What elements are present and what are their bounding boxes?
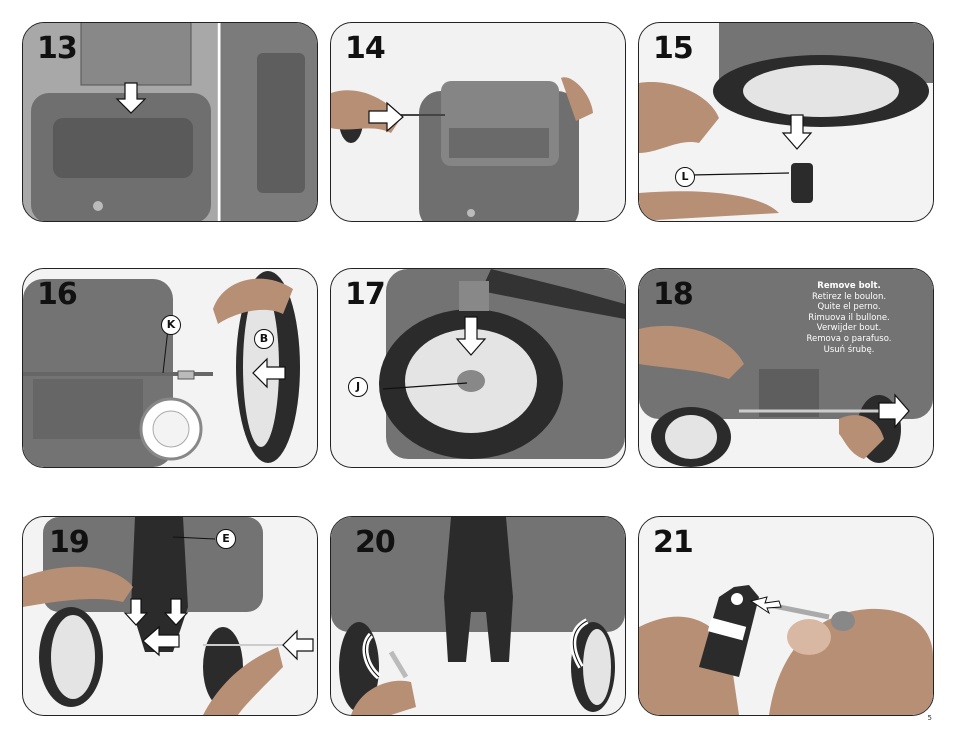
instruction-italian: Rimuova il bullone. — [808, 312, 890, 323]
left-arrow-icon — [749, 596, 782, 615]
down-arrow-icon — [115, 82, 147, 114]
step-number: 20 — [355, 525, 396, 560]
right-arrow-icon — [368, 101, 404, 133]
step-number: 18 — [653, 277, 694, 312]
step-14-illustration — [331, 23, 625, 221]
instruction-english: Remove bolt. — [817, 281, 881, 291]
step-21-panel: 21 — [638, 516, 934, 716]
step-19-panel: 19 E — [22, 516, 318, 716]
instruction-text: Remove bolt. Retirez le boulon. Quite el… — [785, 281, 913, 355]
step-number: 14 — [345, 31, 386, 66]
instruction-dutch: Verwijder bout. — [816, 323, 882, 334]
down-arrow-icon — [455, 316, 487, 356]
down-arrow-icon — [781, 114, 813, 150]
step-17-panel: 17 J — [330, 268, 626, 468]
page-number: 5 — [927, 714, 932, 722]
step-13-panel: 13 — [22, 22, 318, 222]
step-16-illustration — [23, 269, 317, 467]
step-15-illustration — [639, 23, 933, 221]
step-17-illustration — [331, 269, 625, 467]
step-14-panel: 14 — [330, 22, 626, 222]
down-arrow-icon — [163, 598, 189, 626]
step-18-illustration — [639, 269, 933, 467]
left-arrow-icon — [142, 625, 180, 657]
step-20-panel: 20 — [330, 516, 626, 716]
part-callout-L: L — [675, 167, 695, 187]
part-callout-E: E — [216, 529, 236, 549]
step-number: 13 — [37, 31, 78, 66]
step-number: 15 — [653, 31, 694, 66]
right-arrow-icon — [878, 393, 910, 429]
instruction-spanish: Quite el perno. — [817, 302, 881, 313]
part-callout-B: B — [254, 329, 274, 349]
left-arrow-icon — [252, 357, 286, 389]
part-callout-J: J — [348, 377, 368, 397]
step-19-illustration — [23, 517, 317, 715]
step-number: 16 — [37, 277, 78, 312]
step-20-illustration — [331, 517, 625, 715]
instruction-french: Retirez le boulon. — [811, 291, 887, 302]
down-arrow-icon — [123, 598, 149, 626]
step-number: 19 — [49, 525, 90, 560]
instruction-portuguese: Remova o parafuso. — [806, 333, 892, 344]
step-18-panel: 18 Remove bolt. Retirez le boulon. Quite… — [638, 268, 934, 468]
left-arrow-icon — [282, 629, 314, 661]
instruction-polish: Usuń śrubę. — [823, 344, 875, 355]
part-callout-K: K — [161, 315, 181, 335]
step-15-panel: 15 L — [638, 22, 934, 222]
step-number: 17 — [345, 277, 386, 312]
step-16-panel: 16 K B — [22, 268, 318, 468]
step-number: 21 — [653, 525, 694, 560]
step-21-illustration — [639, 517, 933, 715]
step-13-illustration — [23, 23, 317, 221]
